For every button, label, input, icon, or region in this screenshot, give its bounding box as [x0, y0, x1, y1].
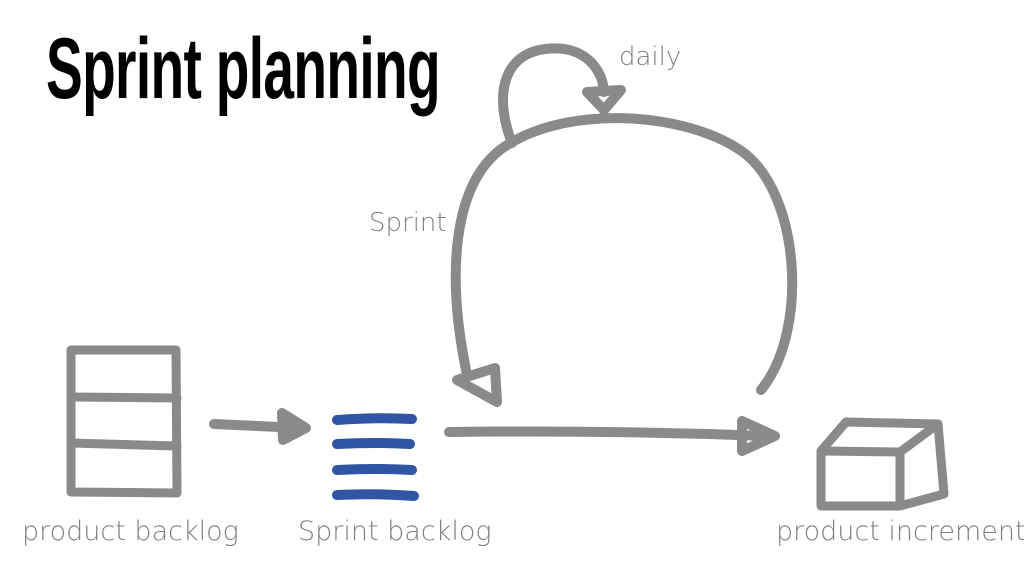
slide-title: Sprint planning — [46, 21, 441, 117]
product-increment-label: product increment — [776, 516, 1024, 547]
sprint-loop-arrow — [450, 113, 798, 407]
sprint-to-increment-arrow — [444, 416, 780, 456]
sprint-backlog-icon — [332, 413, 419, 501]
backlog-to-sprint-arrow — [209, 408, 311, 445]
product-backlog-label: product backlog — [22, 516, 239, 547]
sprint-label: Sprint — [369, 208, 447, 238]
product-increment-icon — [816, 417, 949, 511]
sprint-backlog-label: Sprint backlog — [298, 516, 492, 547]
daily-loop-arrow — [498, 43, 626, 148]
product-backlog-icon — [66, 345, 182, 498]
daily-label: daily — [619, 42, 682, 72]
